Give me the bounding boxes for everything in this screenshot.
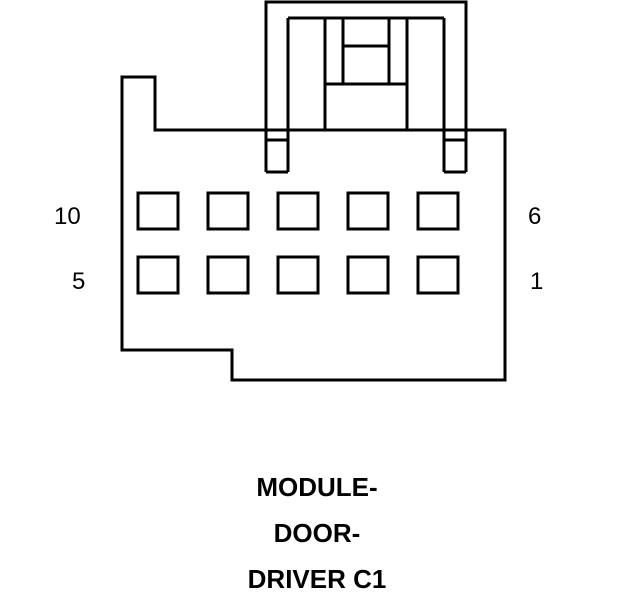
locking-latch	[264, 0, 468, 174]
pin-cavity-1	[416, 255, 460, 295]
pin-row-bottom	[136, 255, 460, 295]
pin-cavity-4	[206, 255, 250, 295]
pin-label-bottom-right: 1	[530, 268, 543, 295]
pin-cavity-10	[136, 191, 180, 231]
caption-line-3: DRIVER C1	[247, 564, 387, 594]
pin-cavity-2	[346, 255, 390, 295]
pin-row-top	[136, 191, 460, 231]
pin-cavity-3	[276, 255, 320, 295]
pin-cavity-9	[206, 191, 250, 231]
pin-label-top-right: 6	[528, 203, 541, 230]
connector-housing	[120, 75, 507, 382]
caption-line-1: MODULE-	[256, 472, 378, 502]
pin-cavity-7	[346, 191, 390, 231]
pin-cavity-5	[136, 255, 180, 295]
caption-line-2: DOOR-	[273, 518, 361, 548]
pin-label-bottom-left: 5	[72, 268, 85, 295]
pin-cavity-6	[416, 191, 460, 231]
pin-cavity-8	[276, 191, 320, 231]
pin-label-top-left: 10	[54, 203, 81, 230]
